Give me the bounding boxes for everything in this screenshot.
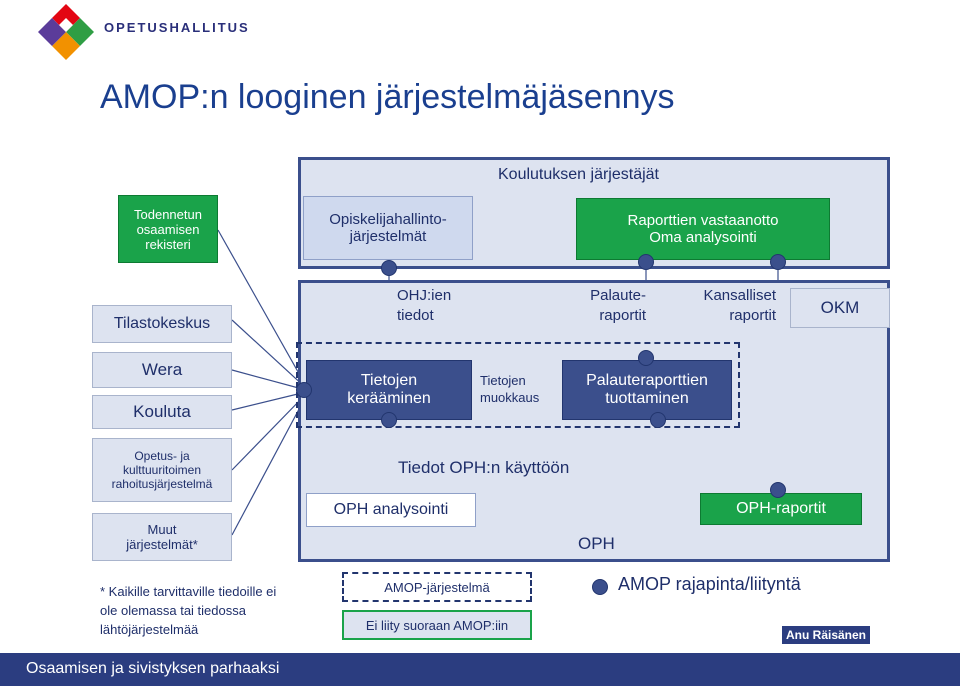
raporttien-vastaanotto-box: Raporttien vastaanotto Oma analysointi	[576, 198, 830, 260]
oph-raportit-box: OPH-raportit	[700, 493, 862, 525]
ohj-tiedot-label: OHJ:ien tiedot	[397, 287, 452, 324]
legend-amop-system: AMOP-järjestelmä	[342, 572, 532, 602]
opiskelijahallinto-box: Opiskelijahallinto-järjestelmät	[303, 196, 473, 260]
provider-panel-title: Koulutuksen järjestäjät	[498, 166, 659, 183]
interface-dot	[638, 254, 654, 270]
page-title: AMOP:n looginen järjestelmäjäsennys	[100, 78, 675, 116]
logo-icon	[38, 4, 94, 60]
okm-box: OKM	[790, 288, 890, 328]
palauteraporttien-tuottaminen-box: Palauteraporttien tuottaminen	[562, 360, 732, 420]
kansalliset-raportit-label: Kansalliset raportit	[703, 287, 776, 324]
tietojen-muokkaus-label: Tietojen muokkaus	[480, 373, 540, 405]
tietojen-keraaminen-box: Tietojen kerääminen	[306, 360, 472, 420]
footer-text: Osaamisen ja sivistyksen parhaaksi	[26, 660, 280, 677]
logo-text: OPETUSHALLITUS	[104, 20, 250, 35]
legend-interface-icon	[592, 579, 608, 595]
palaute-raportit-label: Palaute-raportit	[590, 287, 646, 324]
interface-dot	[638, 350, 654, 366]
legend-interface-label: AMOP rajapinta/liityntä	[618, 574, 801, 594]
interface-dot	[296, 382, 312, 398]
todennetun-rekisteri-box: Todennetun osaamisen rekisteri	[118, 195, 218, 263]
interface-dot	[381, 412, 397, 428]
oph-label: OPH	[578, 534, 615, 553]
tiedot-oph-label: Tiedot OPH:n käyttöön	[398, 458, 570, 477]
oph-analysointi-box: OPH analysointi	[306, 493, 476, 527]
muut-jarjestelmat-box: Muut järjestelmät*	[92, 513, 232, 561]
opetus-rahoitus-box: Opetus- ja kulttuuritoimen rahoitusjärje…	[92, 438, 232, 502]
interface-dot	[770, 254, 786, 270]
footnote-text: * Kaikille tarvittaville tiedoille ei ol…	[100, 584, 277, 637]
legend-not-direct: Ei liity suoraan AMOP:iin	[342, 610, 532, 640]
interface-dot	[650, 412, 666, 428]
interface-dot	[381, 260, 397, 276]
footer-bar	[0, 653, 960, 686]
author-label: Anu Räisänen	[782, 626, 871, 644]
interface-dot	[770, 482, 786, 498]
kouluta-box: Kouluta	[92, 395, 232, 429]
wera-box: Wera	[92, 352, 232, 388]
tilastokeskus-box: Tilastokeskus	[92, 305, 232, 343]
